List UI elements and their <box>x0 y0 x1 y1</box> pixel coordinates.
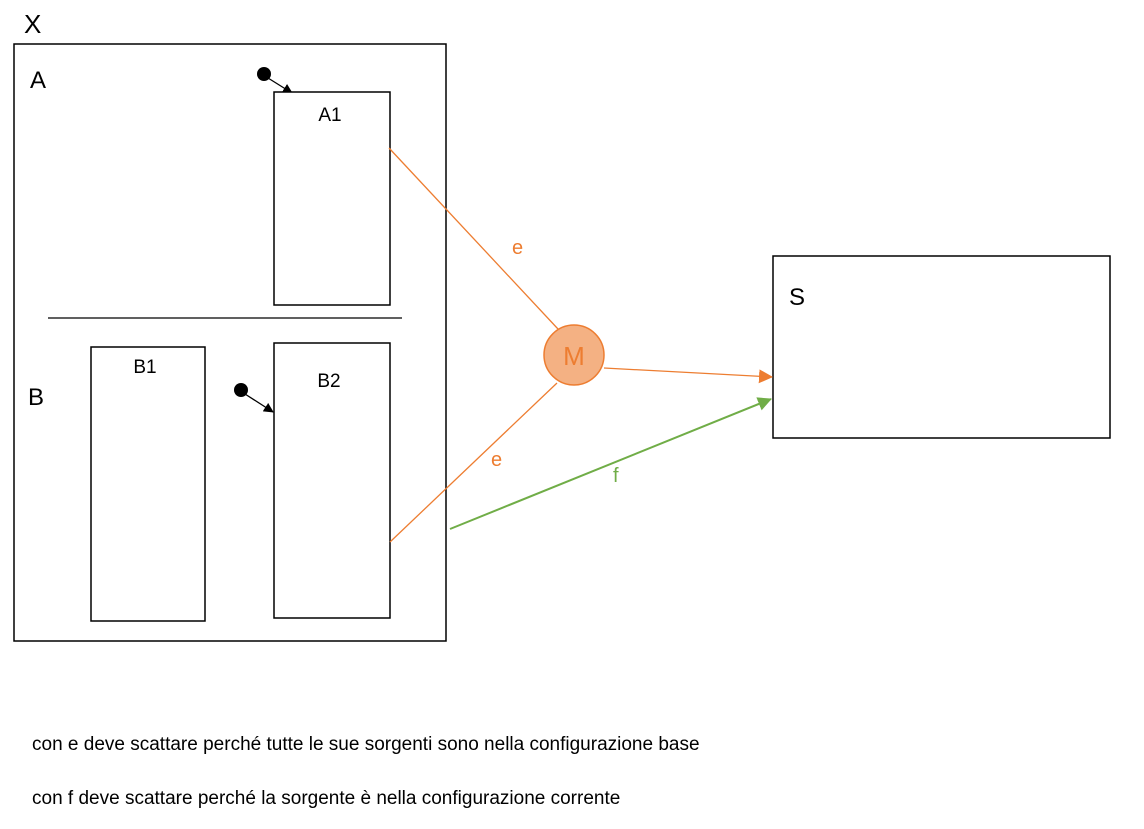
initial-pseudostate-b <box>234 383 248 397</box>
state-a1 <box>273 91 391 306</box>
state-b1-label: B1 <box>133 357 156 378</box>
transition-m-to-s <box>603 367 773 384</box>
note-f: con f deve scattare perché la sorgente è… <box>32 788 621 809</box>
transition-e-label-bottom: e <box>491 449 502 471</box>
region-a-label: A <box>30 67 46 94</box>
initial-transition-b <box>244 393 274 413</box>
transition-e-from-a1 <box>388 147 559 330</box>
outer-state-label: X <box>24 9 41 39</box>
outer-state-x <box>13 43 447 642</box>
state-b2 <box>273 342 391 619</box>
target-state-label: S <box>789 284 805 311</box>
initial-transition-a <box>267 77 293 94</box>
region-b-label: B <box>28 384 44 411</box>
merge-node <box>543 324 605 386</box>
initial-pseudostate-a <box>257 67 271 81</box>
transition-f <box>449 397 772 530</box>
state-b2-label: B2 <box>317 371 340 392</box>
transition-f-label: f <box>613 465 619 487</box>
note-e: con e deve scattare perché tutte le sue … <box>32 734 700 755</box>
transition-e-from-b2 <box>389 382 558 543</box>
merge-node-label: M <box>563 341 585 371</box>
transition-e-label-top: e <box>512 237 523 259</box>
state-b1 <box>90 346 206 622</box>
target-state-s <box>772 255 1111 439</box>
state-a1-label: A1 <box>318 105 341 126</box>
